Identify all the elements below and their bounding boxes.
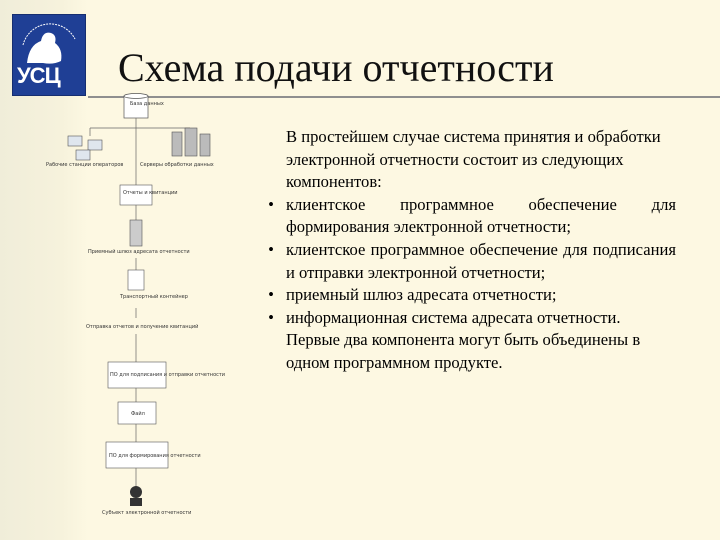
conclusion-paragraph: Первые два компонента могут быть объедин… [286, 330, 641, 372]
file-icon [117, 401, 157, 425]
servers-label: Серверы обработки данных [140, 162, 214, 168]
database-icon [123, 93, 149, 119]
file-label: Файл [131, 410, 145, 417]
list-item: • приемный шлюз адресата отчетности; [256, 284, 676, 307]
bullet-icon: • [268, 307, 274, 327]
list-item: • клиентское программное обеспечение для… [256, 194, 676, 239]
gateway-server-icon [129, 219, 143, 247]
send-label: Отправка отчетов и получение квитанций [86, 323, 198, 330]
page-title: Схема подачи отчетности [118, 45, 554, 90]
sign-software-box [107, 361, 167, 389]
form-sw-label: ПО для формирования отчетности [109, 453, 201, 459]
person-icon [130, 486, 142, 506]
workstation-icon [67, 135, 103, 161]
gateway-label: Приемный шлюз адресата отчетности [88, 248, 190, 255]
server-icon [171, 127, 211, 157]
dog-emblem-icon [22, 23, 76, 64]
bullet-text: приемный шлюз адресата отчетности; [286, 285, 557, 305]
reporting-flow-diagram: База данных Рабочие станции операторов С… [46, 93, 225, 516]
workstations-label: Рабочие станции операторов [46, 162, 123, 168]
bullet-icon: • [268, 285, 274, 305]
list-item: • клиентское программное обеспечение для… [256, 239, 676, 284]
bullet-text: клиентское программное обеспечение для п… [286, 239, 676, 282]
title-divider [88, 96, 720, 98]
bullet-icon: • [268, 239, 274, 259]
db-label: База данных [130, 101, 164, 107]
bullet-text: клиентское программное обеспечение для ф… [286, 194, 676, 237]
sign-sw-label: ПО для подписания и отправки отчетности [110, 372, 225, 378]
subject-label: Субъект электронной отчетности [102, 509, 191, 516]
transport-label: Транспортный контейнер [119, 293, 188, 300]
document-icon [127, 269, 145, 291]
reports-label: Отчеты и квитанции [123, 190, 178, 196]
logo-text: УСЦ [17, 63, 61, 88]
logo: УСЦ [12, 14, 86, 96]
bullet-icon: • [268, 194, 274, 214]
intro-paragraph: В простейшем случае система принятия и о… [286, 127, 661, 192]
bullet-text: информационная система адресата отчетнос… [286, 307, 621, 327]
list-item: • информационная система адресата отчетн… [256, 307, 676, 330]
description-text: В простейшем случае система принятия и о… [256, 126, 676, 375]
form-software-box [105, 441, 169, 469]
